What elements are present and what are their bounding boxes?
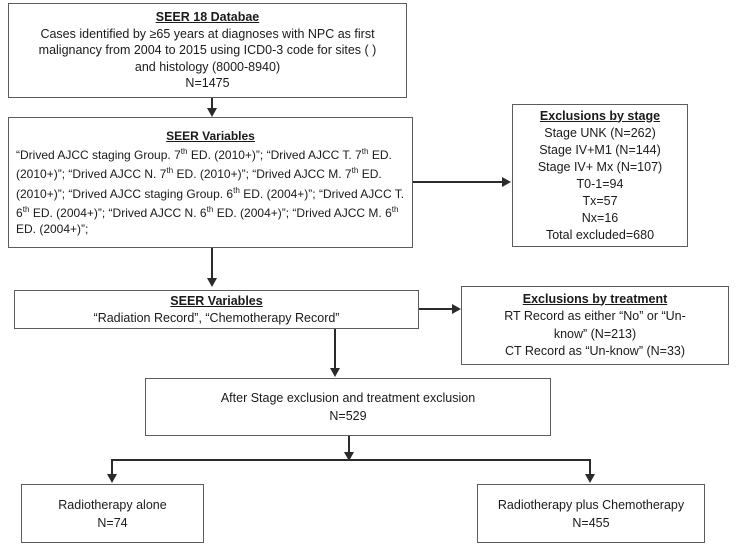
box-seer-database-line-1: Cases identified by ≥65 years at diagnos… (40, 26, 375, 41)
connector-branch-left (111, 459, 113, 476)
arrow-after-exclusion-stem (344, 452, 354, 461)
box-exclusions-stage-line-6: Nx=16 (581, 210, 619, 225)
connector-branch-horizontal (111, 459, 591, 461)
arrow-treatment-vars-to-exclusions-treatment (452, 304, 461, 314)
box-seer-variables-treatment-line-1: “Radiation Record”, “Chemotherapy Record… (93, 310, 340, 325)
box-seer-variables-staging-body: “Drived AJCC staging Group. 7th ED. (201… (16, 147, 405, 236)
box-radiotherapy-alone-count: N=74 (97, 515, 128, 530)
box-seer-variables-treatment-title: SEER Variables (170, 293, 263, 308)
box-after-exclusion-line-1: After Stage exclusion and treatment excl… (220, 391, 476, 405)
box-seer-database-title: SEER 18 Databae (155, 10, 260, 25)
arrow-database-to-staging (207, 108, 217, 117)
box-exclusions-treatment-line-3: CT Record as “Un-know” (N=33) (504, 344, 686, 358)
box-radiotherapy-chemo-line-1: Radiotherapy plus Chemotherapy (497, 497, 685, 512)
box-exclusions-treatment-title: Exclusions by treatment (522, 291, 668, 306)
arrow-staging-to-treatment-vars (207, 278, 217, 287)
box-seer-database-count: N=1475 (185, 76, 230, 91)
box-radiotherapy-alone: Radiotherapy alone N=74 (21, 484, 204, 543)
arrow-branch-left (107, 474, 117, 483)
box-exclusions-stage-line-5: Tx=57 (582, 193, 618, 208)
arrow-treatment-vars-to-after-exclusion (330, 368, 340, 377)
arrow-branch-right (585, 474, 595, 483)
box-radiotherapy-chemo-count: N=455 (572, 515, 610, 530)
box-after-exclusion: After Stage exclusion and treatment excl… (145, 378, 551, 436)
box-radiotherapy-plus-chemotherapy: Radiotherapy plus Chemotherapy N=455 (477, 484, 705, 543)
box-radiotherapy-alone-line-1: Radiotherapy alone (58, 497, 167, 512)
arrow-staging-to-exclusions-stage (502, 177, 511, 187)
box-after-exclusion-count: N=529 (329, 409, 367, 423)
box-exclusions-stage-title: Exclusions by stage (539, 108, 661, 123)
box-exclusions-stage-line-7: Total excluded=680 (545, 227, 655, 242)
box-exclusions-stage-line-4: T0-1=94 (576, 176, 624, 191)
box-seer-database: SEER 18 Databae Cases identified by ≥65 … (8, 3, 407, 98)
box-seer-database-line-2: malignancy from 2004 to 2015 using ICD0-… (38, 43, 377, 58)
connector-treatment-vars-to-after-exclusion (334, 329, 336, 369)
box-exclusions-treatment: Exclusions by treatment RT Record as eit… (461, 286, 729, 365)
box-exclusions-treatment-line-2: know” (N=213) (553, 326, 637, 341)
box-exclusions-stage-line-1: Stage UNK (N=262) (544, 125, 656, 140)
connector-staging-to-treatment-vars (211, 248, 213, 278)
box-seer-variables-staging: SEER Variables “Drived AJCC staging Grou… (8, 117, 413, 248)
box-exclusions-stage: Exclusions by stage Stage UNK (N=262) St… (512, 104, 688, 247)
connector-branch-right (589, 459, 591, 476)
box-exclusions-stage-line-2: Stage IV+M1 (N=144) (539, 142, 661, 157)
box-seer-database-line-3: and histology (8000-8940) (134, 59, 281, 74)
box-exclusions-stage-line-3: Stage IV+ Mx (N=107) (537, 159, 663, 174)
connector-database-to-staging (211, 98, 213, 109)
connector-treatment-vars-to-exclusions-treatment (419, 308, 453, 310)
box-seer-variables-treatment: SEER Variables “Radiation Record”, “Chem… (14, 290, 419, 329)
box-exclusions-treatment-line-1: RT Record as either “No” or “Un- (504, 309, 686, 323)
box-seer-variables-staging-title: SEER Variables (166, 128, 255, 143)
connector-after-exclusion-stem (348, 436, 350, 460)
connector-staging-to-exclusions-stage (413, 181, 503, 183)
